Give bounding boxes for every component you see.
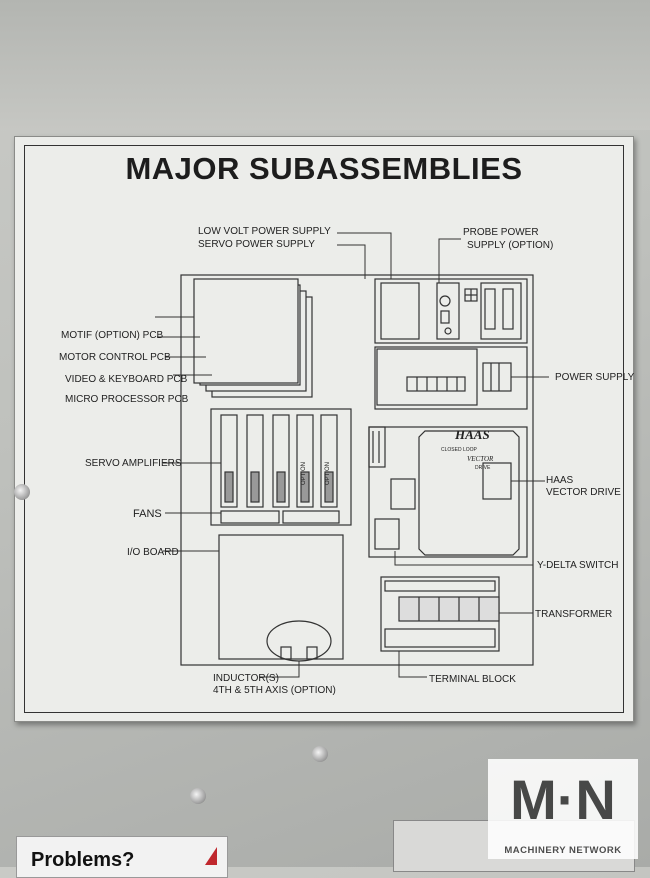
label-terminal-block: TERMINAL BLOCK (429, 674, 516, 685)
vector-drive-logo: HAAS (454, 427, 490, 442)
panel-screw (14, 484, 30, 500)
label-power-supply: POWER SUPPLY (555, 372, 635, 383)
label-servo-amplifiers: SERVO AMPLIFIERS (85, 458, 182, 469)
label-micro-processor: MICRO PROCESSOR PCB (65, 394, 189, 405)
amp-option-label: OPTION (325, 462, 331, 485)
watermark-subtitle: MACHINERY NETWORK (504, 845, 622, 856)
placard-title: MAJOR SUBASSEMBLIES (125, 151, 523, 186)
label-io-board: I/O BOARD (127, 547, 179, 558)
label-probe-power: PROBE POWER (463, 227, 539, 238)
label-vector-drive: VECTOR DRIVE (546, 487, 621, 498)
servo-amplifier-rack (210, 408, 352, 526)
label-servo-power: SERVO POWER SUPPLY (198, 239, 315, 250)
power-supply-box (374, 346, 528, 410)
label-haas: HAAS (546, 475, 574, 486)
watermark-logo: M·N (510, 768, 616, 831)
fan-block-1 (220, 510, 280, 524)
vector-drive (418, 430, 520, 556)
label-probe-option: SUPPLY (OPTION) (467, 240, 554, 251)
machinery-network-watermark: M·N MACHINERY NETWORK (488, 759, 638, 859)
io-board (218, 534, 344, 660)
brand-mark-icon (205, 847, 217, 865)
label-inductor-option: 4TH & 5TH AXIS (OPTION) (213, 685, 336, 696)
label-low-volt: LOW VOLT POWER SUPPLY (198, 226, 331, 237)
cabinet-panel (0, 0, 650, 130)
amp-option-label: OPTION (301, 462, 307, 485)
vector-drive-caption: CLOSED LOOP (441, 447, 478, 453)
fan-block-2 (282, 510, 340, 524)
label-motor-control: MOTOR CONTROL PCB (59, 352, 171, 363)
subassemblies-placard: MAJOR SUBASSEMBLIES (14, 136, 634, 722)
label-fans: FANS (133, 508, 162, 520)
subassembly-diagram: HAAS CLOSED LOOP VECTOR DRIVE OPTION OPT… (155, 232, 549, 678)
enclosure-outline (180, 274, 534, 666)
label-inductors: INDUCTOR(S) (213, 673, 279, 684)
pcb-stack (193, 278, 299, 384)
sticker-text: Problems? (31, 849, 135, 871)
label-motif: MOTIF (OPTION) PCB (61, 330, 164, 341)
vector-drive-caption: DRIVE (475, 465, 491, 471)
panel-screw (190, 788, 206, 804)
label-video-keyboard: VIDEO & KEYBOARD PCB (65, 374, 188, 385)
power-supply-region-top (374, 278, 528, 344)
problems-sticker: Problems? (16, 836, 228, 878)
label-transformer: TRANSFORMER (535, 609, 613, 620)
vector-drive-caption: VECTOR (467, 455, 494, 463)
panel-screw (312, 746, 328, 762)
placard-border (24, 145, 624, 713)
label-y-delta-switch: Y-DELTA SWITCH (537, 560, 619, 571)
